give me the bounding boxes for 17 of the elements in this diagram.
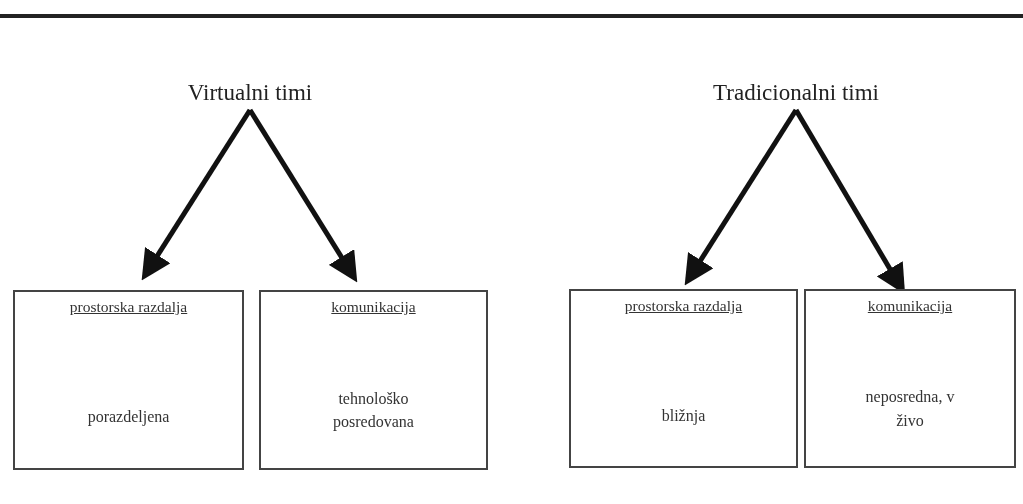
box-heading: prostorska razdalja — [69, 298, 188, 316]
box-text: porazdeljena — [87, 407, 170, 428]
property-box — [569, 289, 798, 468]
box-text: bližnja — [661, 405, 706, 427]
box-heading: prostorska razdalja — [624, 297, 743, 315]
property-box — [13, 290, 244, 470]
box-text: tehnološko posredovana — [332, 388, 415, 433]
arrow — [141, 108, 253, 281]
arrow — [247, 108, 358, 283]
box-heading: komunikacija — [867, 297, 953, 315]
property-box — [804, 289, 1016, 468]
group-title: Tradicionalni timi — [713, 80, 879, 106]
property-box — [259, 290, 488, 470]
box-text: neposredna, v živo — [864, 387, 956, 431]
box-heading: komunikacija — [331, 298, 416, 316]
group-title: Virtualni timi — [187, 80, 313, 106]
arrow — [684, 108, 799, 286]
